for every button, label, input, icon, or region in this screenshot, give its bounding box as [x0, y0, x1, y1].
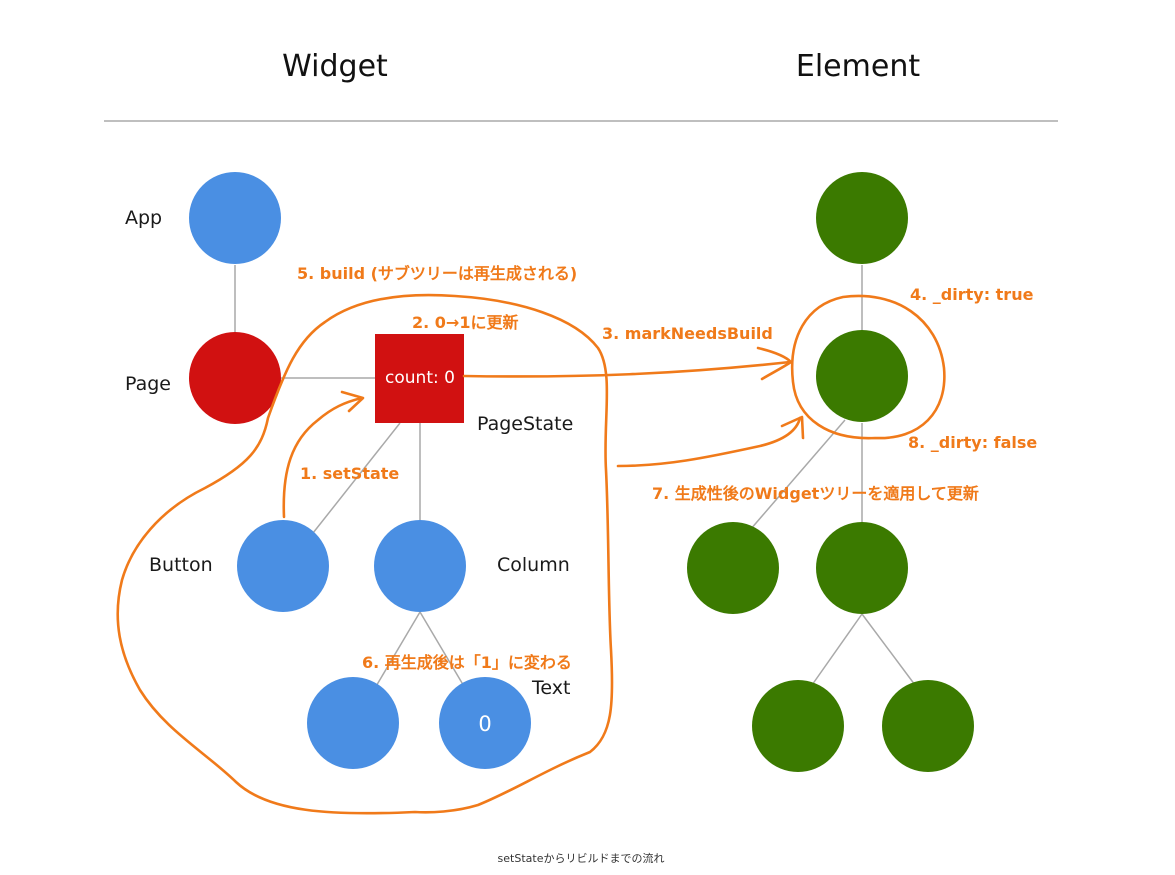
edge-column-leaf-left — [374, 611, 421, 689]
annotation-step6: 6. 再生成後は「1」に変わる — [362, 653, 572, 672]
page-label: Page — [125, 373, 171, 395]
counter-label: count: 0 — [385, 368, 455, 388]
column-node — [374, 520, 466, 612]
widget-tree-edges — [234, 265, 466, 689]
edge-column-text — [419, 611, 466, 689]
element-column-node — [816, 522, 908, 614]
annotation-step8: 8. _dirty: false — [908, 433, 1037, 452]
text-label: Text — [531, 677, 570, 699]
dirty-circle — [790, 294, 946, 440]
edge-el-column-leaf-left — [811, 613, 863, 686]
apply-widget-tree-arrowhead — [780, 415, 805, 440]
element-heading: Element — [796, 49, 920, 84]
annotation-strokes — [116, 293, 946, 815]
setstate-arrowhead — [340, 390, 365, 413]
column-child-node — [307, 677, 399, 769]
figure-caption: setStateからリビルドまでの流れ — [498, 851, 665, 865]
element-leaf-left-node — [752, 680, 844, 772]
text-node — [439, 677, 531, 769]
annotation-step1: 1. setState — [300, 464, 399, 483]
edge-pagestate-button — [312, 422, 401, 534]
text-node-value: 0 — [478, 712, 491, 736]
element-button-node — [687, 522, 779, 614]
annotation-step3: 3. markNeedsBuild — [602, 324, 773, 343]
annotation-texts: 5. build (サブツリーは再生成される) 2. 0→1に更新 3. mar… — [297, 264, 1037, 672]
app-node — [189, 172, 281, 264]
pagestate-node — [375, 334, 464, 423]
edge-el-column-leaf-right — [861, 613, 916, 686]
element-tree-nodes — [687, 172, 974, 772]
apply-widget-tree-arrow — [616, 416, 802, 468]
button-label: Button — [149, 554, 213, 576]
annotation-step5: 5. build (サブツリーは再生成される) — [297, 264, 577, 283]
column-label: Column — [497, 554, 570, 576]
page-node — [189, 332, 281, 424]
pagestate-label: PageState — [477, 413, 573, 435]
element-tree-edges — [749, 265, 916, 686]
element-leaf-right-node — [882, 680, 974, 772]
app-label: App — [125, 207, 162, 229]
element-page-node — [816, 330, 908, 422]
annotation-step7: 7. 生成性後のWidgetツリーを適用して更新 — [652, 484, 979, 503]
edge-el-page-button — [749, 419, 846, 531]
widget-tree-nodes: count: 0 0 — [189, 172, 531, 769]
annotation-step2: 2. 0→1に更新 — [412, 313, 518, 332]
mark-needs-build-arrow — [462, 360, 792, 378]
widget-heading: Widget — [282, 49, 388, 84]
annotation-step4: 4. _dirty: true — [910, 285, 1034, 304]
element-root-node — [816, 172, 908, 264]
widget-labels: App Page PageState Button Column Text — [125, 207, 573, 699]
button-node — [237, 520, 329, 612]
setstate-arrow — [282, 396, 364, 519]
rebuild-loop — [116, 293, 614, 815]
